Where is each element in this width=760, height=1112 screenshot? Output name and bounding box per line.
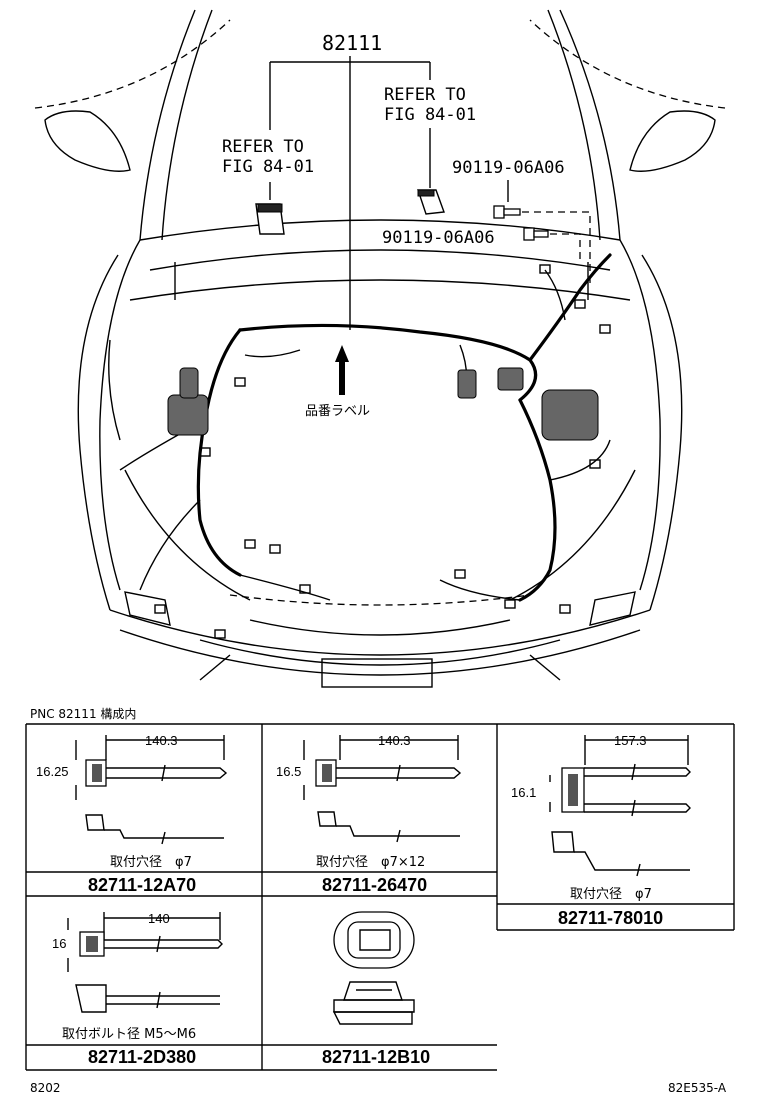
dim-width: 140 bbox=[148, 911, 170, 926]
grommet-side-icon bbox=[332, 981, 415, 1025]
relay-block-left bbox=[167, 394, 209, 436]
bolt-2-label: 90119-06A06 bbox=[382, 228, 495, 248]
footer-left: 8202 bbox=[30, 1081, 61, 1095]
left-headlight bbox=[124, 591, 171, 626]
cell-82711-2D380: 140 16 取付ボルト径 M5～M6 82711-2D380 bbox=[52, 911, 223, 1067]
table-header: PNC 82111 構成内 bbox=[30, 707, 136, 721]
bolt-1-label: 90119-06A06 bbox=[452, 158, 565, 178]
connector-left bbox=[179, 367, 199, 399]
refer-right-line1: REFER TO bbox=[384, 85, 466, 105]
clip-side-icon bbox=[79, 931, 223, 957]
note: 取付ボルト径 M5～M6 bbox=[62, 1027, 196, 1042]
note: 取付穴径 φ7 bbox=[110, 855, 192, 870]
refer-right-line2: FIG 84-01 bbox=[384, 105, 476, 125]
dim-width: 140.3 bbox=[145, 733, 178, 748]
relay-block-right bbox=[541, 389, 599, 441]
grommet-top-icon bbox=[333, 911, 415, 969]
wire-harness bbox=[108, 253, 612, 639]
cell-82711-26470: 140.3 16.5 取付穴径 φ7×12 82711-26470 bbox=[276, 733, 462, 895]
dim-height: 16 bbox=[52, 936, 66, 951]
connector-right bbox=[497, 367, 524, 391]
right-mirror bbox=[629, 110, 716, 172]
clip-right-top bbox=[417, 189, 435, 197]
cell-82711-78010: 157.3 16.1 取付穴径 φ7 82711-78010 bbox=[511, 733, 691, 928]
bolt-1-icon bbox=[493, 205, 521, 219]
clip-left-top bbox=[257, 203, 283, 213]
part-number: 82711-78010 bbox=[558, 908, 663, 928]
clip-side-icon bbox=[85, 759, 228, 787]
part-number: 82711-12A70 bbox=[88, 875, 196, 895]
connector-center bbox=[457, 369, 477, 399]
clip-side-icon bbox=[315, 759, 462, 787]
right-headlight bbox=[589, 591, 636, 626]
part-number-main: 82111 bbox=[322, 31, 382, 55]
note: 取付穴径 φ7 bbox=[570, 887, 652, 902]
clip-bottom-icon bbox=[85, 814, 224, 845]
label-arrow-icon bbox=[335, 345, 349, 395]
bolt-2-icon bbox=[523, 227, 549, 241]
note: 取付穴径 φ7×12 bbox=[316, 855, 425, 870]
clip-side-icon bbox=[561, 763, 691, 817]
part-number: 82711-26470 bbox=[322, 875, 427, 895]
left-mirror bbox=[44, 110, 131, 172]
cell-82711-12B10: 82711-12B10 bbox=[322, 911, 430, 1067]
refer-left-line2: FIG 84-01 bbox=[222, 157, 314, 177]
car-body-outline bbox=[34, 9, 726, 688]
cell-82711-12A70: 140.3 16.25 取付穴径 φ7 82711-12A70 bbox=[36, 733, 228, 895]
dim-width: 157.3 bbox=[614, 733, 647, 748]
clip-bottom-icon bbox=[75, 984, 220, 1013]
dim-height: 16.1 bbox=[511, 785, 536, 800]
part-label-jp: 品番ラベル bbox=[305, 404, 370, 419]
dim-width: 140.3 bbox=[378, 733, 411, 748]
parts-table bbox=[25, 723, 735, 1071]
refer-left-line1: REFER TO bbox=[222, 137, 304, 157]
part-number: 82711-2D380 bbox=[88, 1047, 196, 1067]
license-plate bbox=[321, 658, 433, 688]
clip-bottom-icon bbox=[317, 811, 460, 843]
dim-height: 16.5 bbox=[276, 764, 301, 779]
footer-right: 82E535-A bbox=[668, 1081, 727, 1095]
dim-height: 16.25 bbox=[36, 764, 69, 779]
clip-bottom-icon bbox=[551, 831, 690, 877]
part-number: 82711-12B10 bbox=[322, 1047, 430, 1067]
callouts: 82111 REFER TO FIG 84-01 REFER TO FIG 84… bbox=[222, 31, 591, 419]
